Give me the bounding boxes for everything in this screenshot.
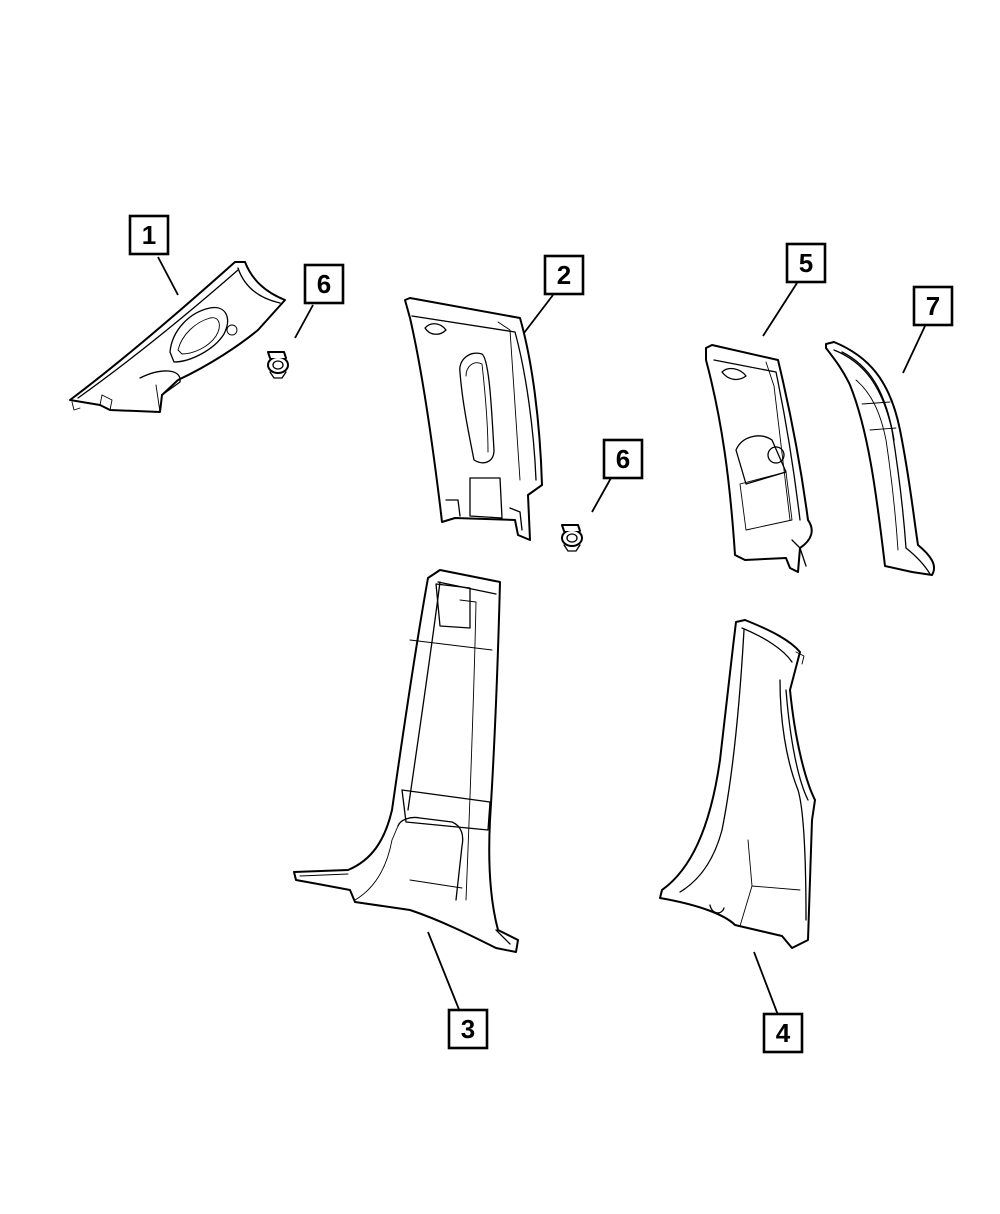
leader-6a [294,304,314,339]
callout-1-label: 1 [142,220,156,250]
callout-7: 7 [912,285,954,327]
part-1-a-pillar-trim[interactable] [69,261,286,413]
leader-5 [762,282,798,337]
callout-6b-label: 6 [616,444,630,474]
callout-3: 3 [447,1008,489,1050]
part-2-b-pillar-upper-trim[interactable] [404,297,543,541]
leader-4 [753,951,779,1016]
part-7-quarter-trim-strip[interactable] [825,341,936,576]
callout-4: 4 [762,1012,804,1054]
leader-6b [591,477,612,513]
callout-3-label: 3 [461,1014,475,1044]
part-6-push-pin-upper[interactable] [267,351,289,379]
callout-5-label: 5 [799,248,813,278]
callout-2: 2 [543,254,585,296]
callout-4-label: 4 [776,1018,791,1048]
leader-3 [427,931,461,1013]
part-6-push-pin-lower[interactable] [561,524,583,552]
leader-2 [523,294,554,334]
callout-6a-label: 6 [317,269,331,299]
leader-7 [902,325,926,374]
callout-7-label: 7 [926,291,940,321]
callout-5: 5 [785,242,827,284]
callout-6b: 6 [602,438,644,480]
callout-2-label: 2 [557,260,571,290]
callout-6a: 6 [303,263,345,305]
leader-lines [157,256,926,1016]
part-3-b-pillar-lower-trim[interactable] [293,569,519,953]
callout-1: 1 [128,214,170,256]
part-4-c-pillar-lower-trim[interactable] [659,619,816,949]
part-5-c-pillar-trim[interactable] [705,344,813,573]
leader-1 [157,256,179,296]
